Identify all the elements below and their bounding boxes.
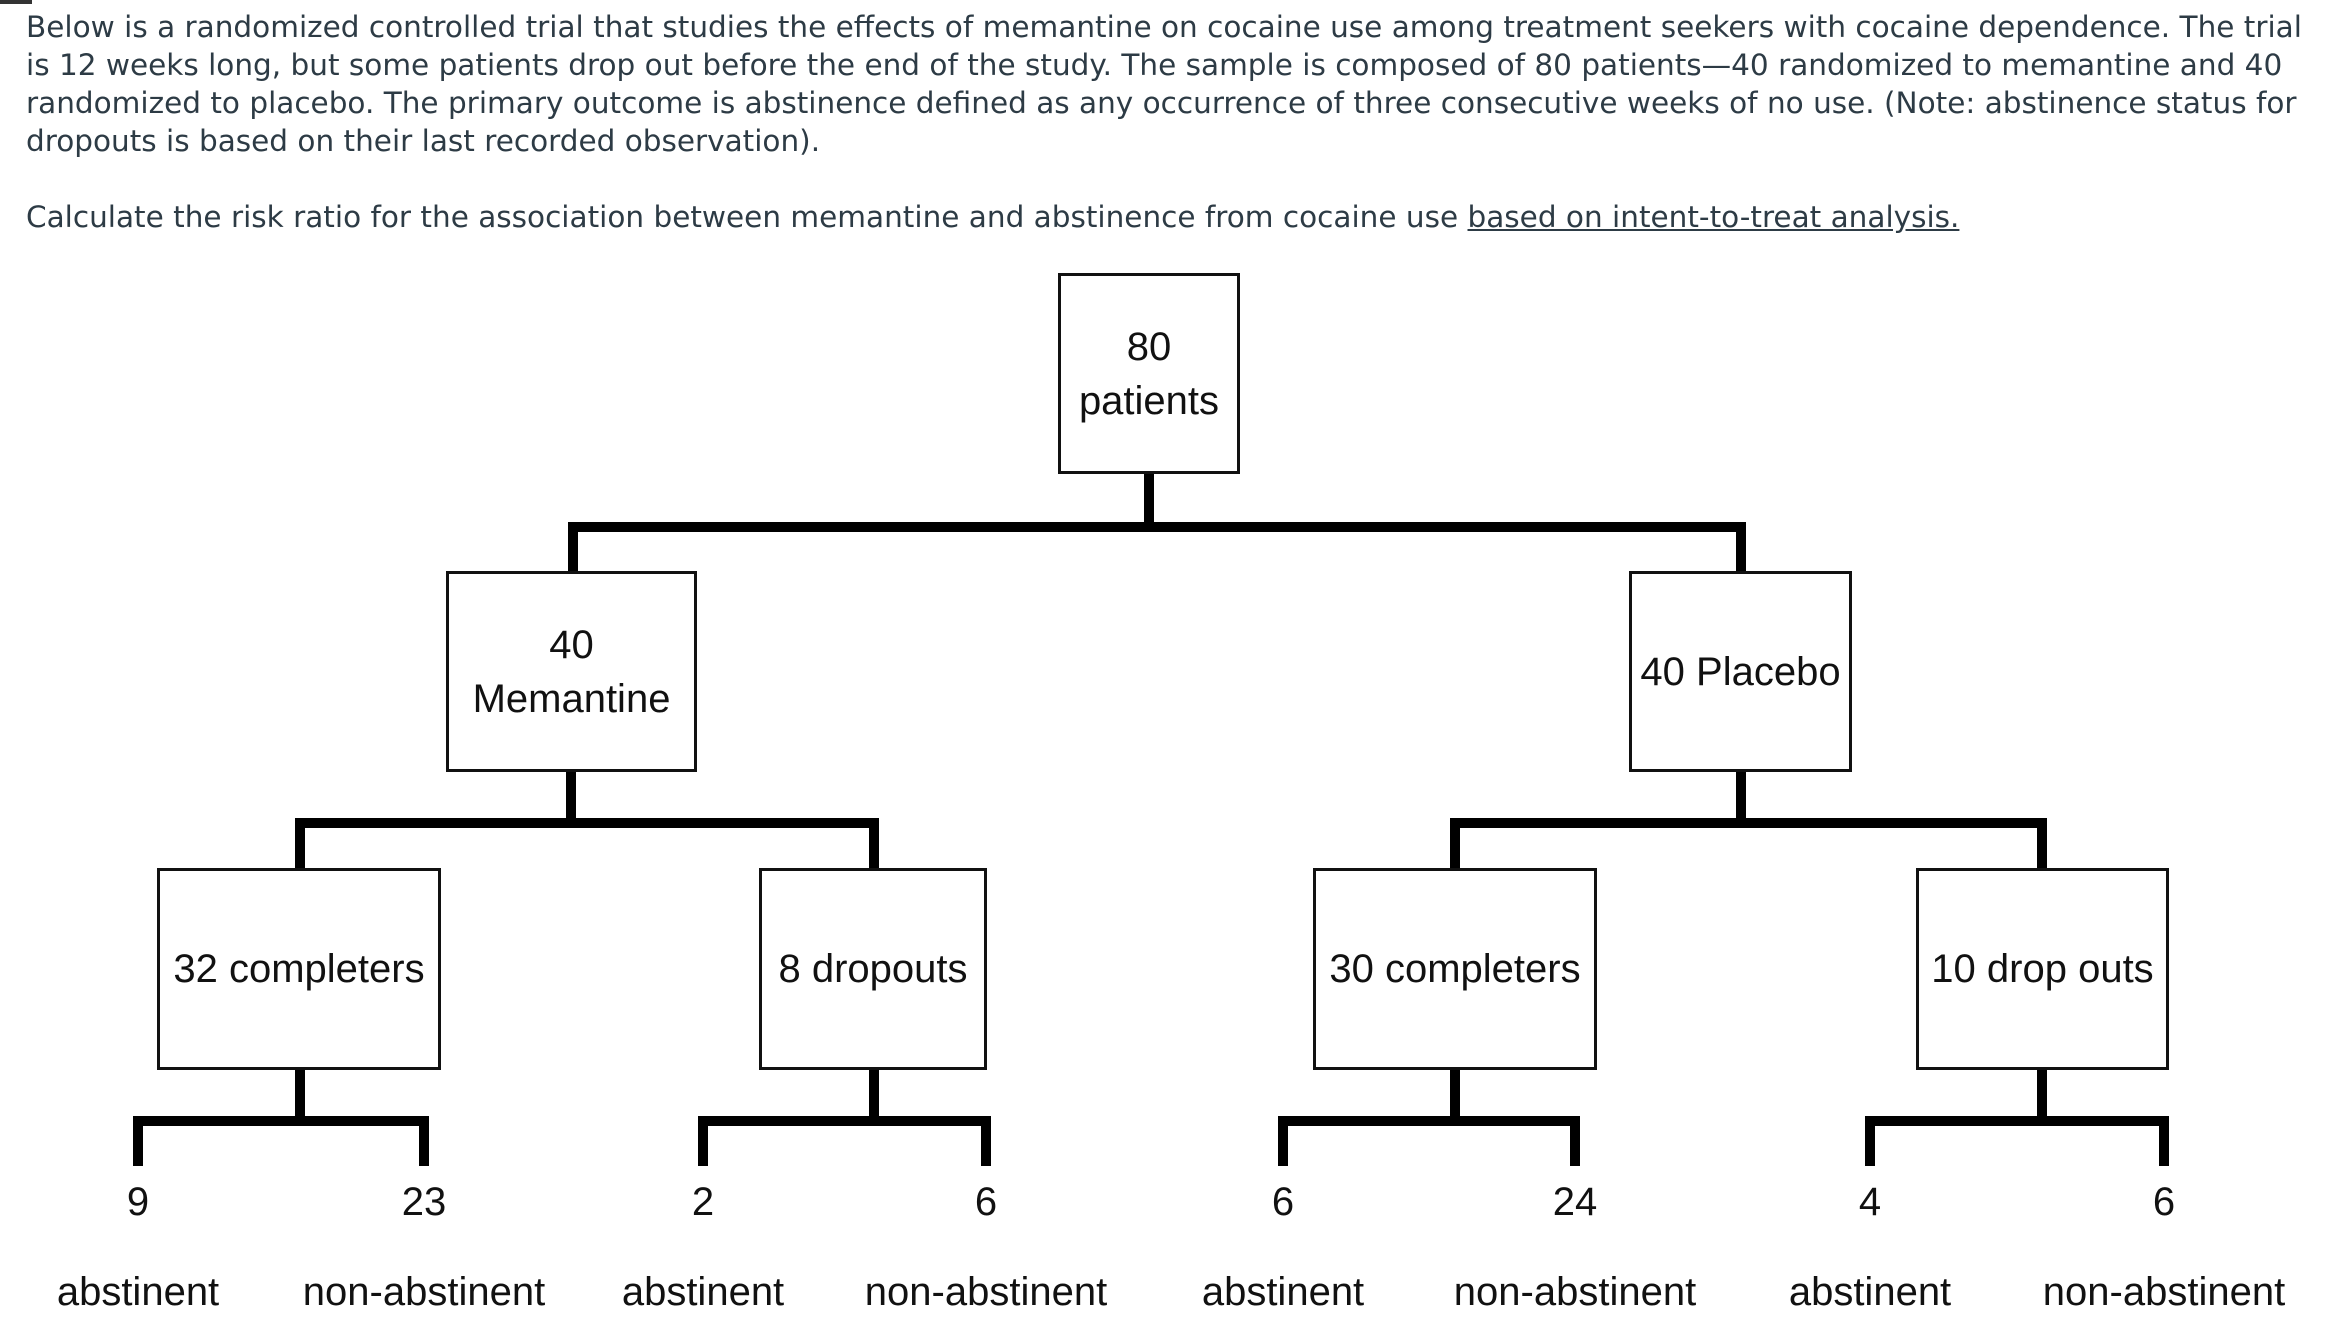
connector <box>698 1116 708 1166</box>
connector <box>568 522 578 571</box>
outcome-label: abstinent <box>621 1270 785 1314</box>
memantine-dropouts-box: 8 dropouts <box>759 868 987 1070</box>
connector <box>869 1070 879 1120</box>
outcome-count: 2 <box>691 1180 715 1224</box>
memantine-arm-box: 40 Memantine <box>446 571 697 772</box>
placebo-completers-box: 30 completers <box>1313 868 1597 1070</box>
connector <box>1865 1116 2169 1126</box>
outcome-label: non-abstinent <box>2042 1270 2286 1314</box>
outcome-count: 4 <box>1858 1180 1882 1224</box>
connector <box>133 1116 143 1166</box>
connector <box>698 1116 991 1126</box>
outcome-count: 23 <box>401 1180 447 1224</box>
connector <box>869 818 879 868</box>
placebo-dropouts-box: 10 drop outs <box>1916 868 2169 1070</box>
connector <box>1450 818 1460 868</box>
outcome-count: 6 <box>2152 1180 2176 1224</box>
connector <box>419 1116 429 1166</box>
connector <box>2159 1116 2169 1166</box>
connector <box>295 1070 305 1120</box>
connector <box>1736 772 1746 822</box>
connector <box>1450 1070 1460 1120</box>
connector <box>1865 1116 1875 1166</box>
connector <box>1278 1116 1580 1126</box>
connector <box>2037 818 2047 868</box>
memantine-completers-box: 32 completers <box>157 868 441 1070</box>
connector <box>295 818 305 868</box>
outcome-count: 9 <box>126 1180 150 1224</box>
root-box: 80 patients <box>1058 273 1240 474</box>
outcome-label: non-abstinent <box>1453 1270 1697 1314</box>
connector <box>566 772 576 822</box>
question-paragraph-1: Below is a randomized controlled trial t… <box>26 10 2302 158</box>
outcome-count: 6 <box>974 1180 998 1224</box>
connector <box>1450 818 2047 828</box>
outcome-label: abstinent <box>56 1270 220 1314</box>
connector <box>295 818 879 828</box>
connector <box>981 1116 991 1166</box>
outcome-label: non-abstinent <box>864 1270 1108 1314</box>
itt-emphasis: based on intent-to-treat analysis. <box>1467 200 1960 234</box>
question-text: Below is a randomized controlled trial t… <box>26 8 2326 236</box>
outcome-label: abstinent <box>1788 1270 1952 1314</box>
connector <box>1570 1116 1580 1166</box>
outcome-count: 24 <box>1552 1180 1598 1224</box>
connector <box>568 522 1746 532</box>
corner-mark <box>0 0 32 4</box>
outcome-count: 6 <box>1271 1180 1295 1224</box>
outcome-label: abstinent <box>1201 1270 1365 1314</box>
connector <box>1144 474 1154 526</box>
question-paragraph-2: Calculate the risk ratio for the associa… <box>26 198 2326 236</box>
placebo-arm-box: 40 Placebo <box>1629 571 1852 772</box>
question-prompt: Calculate the risk ratio for the associa… <box>26 200 1468 234</box>
outcome-label: non-abstinent <box>302 1270 546 1314</box>
connector <box>133 1116 429 1126</box>
connector <box>2037 1070 2047 1120</box>
connector <box>1736 522 1746 571</box>
connector <box>1278 1116 1288 1166</box>
